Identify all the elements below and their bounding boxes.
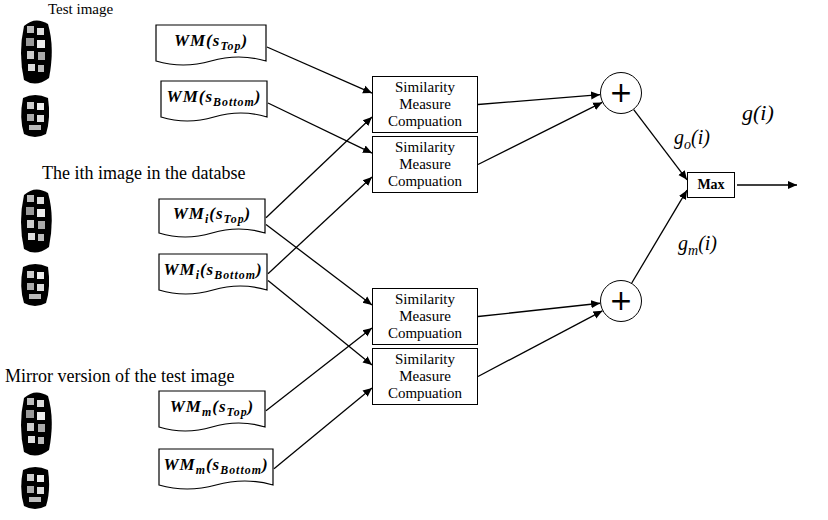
arrow-connector [266, 224, 372, 305]
sum-circle: + [600, 72, 642, 114]
text-label: g(i) [740, 100, 776, 126]
subscript: Bottom [213, 95, 255, 109]
node-text: + [609, 79, 632, 107]
subscript: Bottom [214, 268, 256, 282]
feature-document: WMm(sTop) [158, 390, 266, 436]
subscript: Top [224, 212, 245, 226]
node-text: Similarity Measure Compuation [373, 291, 477, 342]
document-path [159, 199, 265, 237]
text-label: The ith image in the databse [40, 163, 247, 184]
arrow-connector [268, 281, 372, 366]
edge-label: go(i) [672, 126, 712, 153]
output-arrow [737, 184, 797, 185]
document-path [159, 391, 265, 431]
node-text: Similarity Measure Compuation [373, 79, 477, 130]
shoeprint-database [21, 189, 52, 306]
process-box: Similarity Measure Compuation [372, 76, 478, 133]
feature-document: WMi(sBottom) [158, 253, 268, 299]
document-path [159, 449, 273, 489]
feature-document: WM(sBottom) [160, 80, 268, 126]
node-text: WMi(sBottom) [163, 260, 262, 283]
process-box: Similarity Measure Compuation [372, 348, 478, 405]
text-label: Mirror version of the test image [3, 366, 236, 387]
node-text: WMm(sBottom) [163, 455, 268, 478]
process-box: Similarity Measure Compuation [372, 136, 478, 193]
shoeprint-test [21, 20, 52, 137]
subscript: m [196, 463, 206, 477]
subscript: Top [227, 405, 248, 419]
sum-circle: + [600, 280, 642, 322]
node-text: Similarity Measure Compuation [373, 139, 477, 190]
shoeprint-mirror [21, 392, 52, 509]
subscript: Top [220, 39, 241, 53]
node-text: Max [697, 177, 724, 193]
subscript: m [202, 405, 212, 419]
node-text: Similarity Measure Compuation [373, 351, 477, 402]
document-path [159, 254, 267, 294]
edge-label: gm(i) [676, 232, 719, 259]
arrow-connector [478, 311, 602, 377]
document-path [161, 81, 267, 121]
arrow-connector [268, 103, 372, 153]
text-label: Test image [46, 1, 115, 18]
subscript: i [205, 212, 209, 226]
node-text: WM(sTop) [174, 31, 248, 54]
node-text: + [609, 287, 632, 315]
node-text: WMi(sTop) [173, 204, 252, 227]
process-box: Similarity Measure Compuation [372, 288, 478, 345]
arrow-connector [478, 102, 602, 164]
feature-document: WMi(sTop) [158, 198, 266, 242]
subscript: Bottom [220, 463, 262, 477]
max-box: Max [687, 172, 735, 198]
arrow-connector [266, 117, 372, 218]
feature-document: WMm(sBottom) [158, 448, 274, 494]
arrow-connector [478, 303, 600, 316]
arrow-connector [266, 328, 372, 411]
document-path [156, 25, 266, 65]
node-text: WMm(sTop) [170, 397, 255, 420]
arrow-connector [267, 47, 372, 93]
subscript: o [684, 137, 691, 152]
node-text: WM(sBottom) [167, 87, 262, 110]
arrow-connector [274, 388, 372, 469]
feature-document: WM(sTop) [155, 24, 267, 70]
subscript: i [196, 268, 200, 282]
subscript: m [688, 243, 698, 258]
arrow-connector [268, 177, 372, 274]
arrow-connector [478, 95, 600, 105]
